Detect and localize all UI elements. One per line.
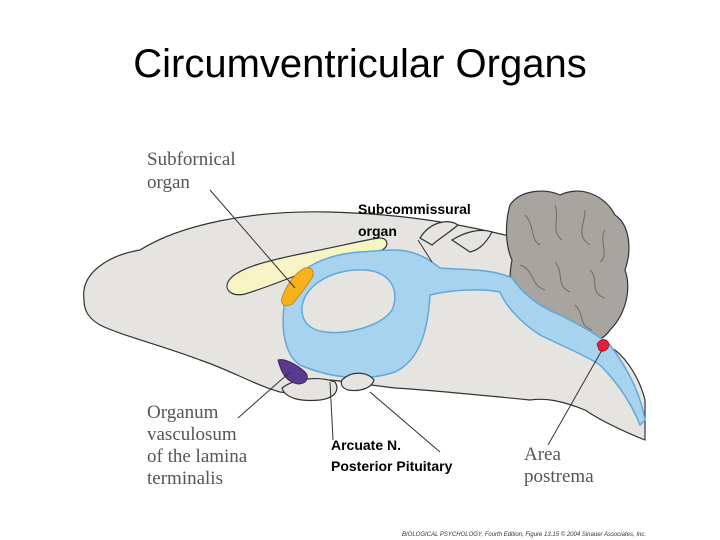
slide-title: Circumventricular Organs [133,42,587,86]
pineal-region [419,221,459,246]
ovlt-label-3: of the lamina [147,446,248,467]
pituitary [281,378,338,402]
tectum-notch [450,229,493,253]
subcommissural-leader [417,239,433,263]
area-postrema-label-2: postrema [524,466,594,487]
pituitary-leader [369,391,441,453]
arcuate-label: Arcuate N. [331,437,401,453]
ovlt [277,359,308,385]
subcommissural-label-2: organ [358,223,397,239]
ovlt-label-1: Organum [147,402,219,423]
subfornical-leader [209,189,296,289]
ovlt-label-2: vasculosum [147,424,237,445]
subcommissural-label-1: Subcommissural [358,201,471,217]
cerebellum-folia [519,204,606,331]
subfornical-organ [281,267,314,307]
posterior-pituitary-label: Posterior Pituitary [331,458,453,474]
ovlt-label-4: terminalis [147,468,223,489]
figure-credit: BIOLOGICAL PSYCHOLOGY, Fourth Edition, F… [402,531,646,538]
area-postrema [596,339,610,352]
area-postrema-label-1: Area [524,444,561,465]
posterior-pituitary-lobe [340,372,375,392]
subfornical-label-2: organ [147,172,190,193]
ovlt-leader [237,371,291,419]
subfornical-label-1: Subfornical [147,149,236,170]
interthalamic-adhesion [301,269,396,334]
area-postrema-leader [547,349,603,446]
arcuate-leader [329,381,334,441]
